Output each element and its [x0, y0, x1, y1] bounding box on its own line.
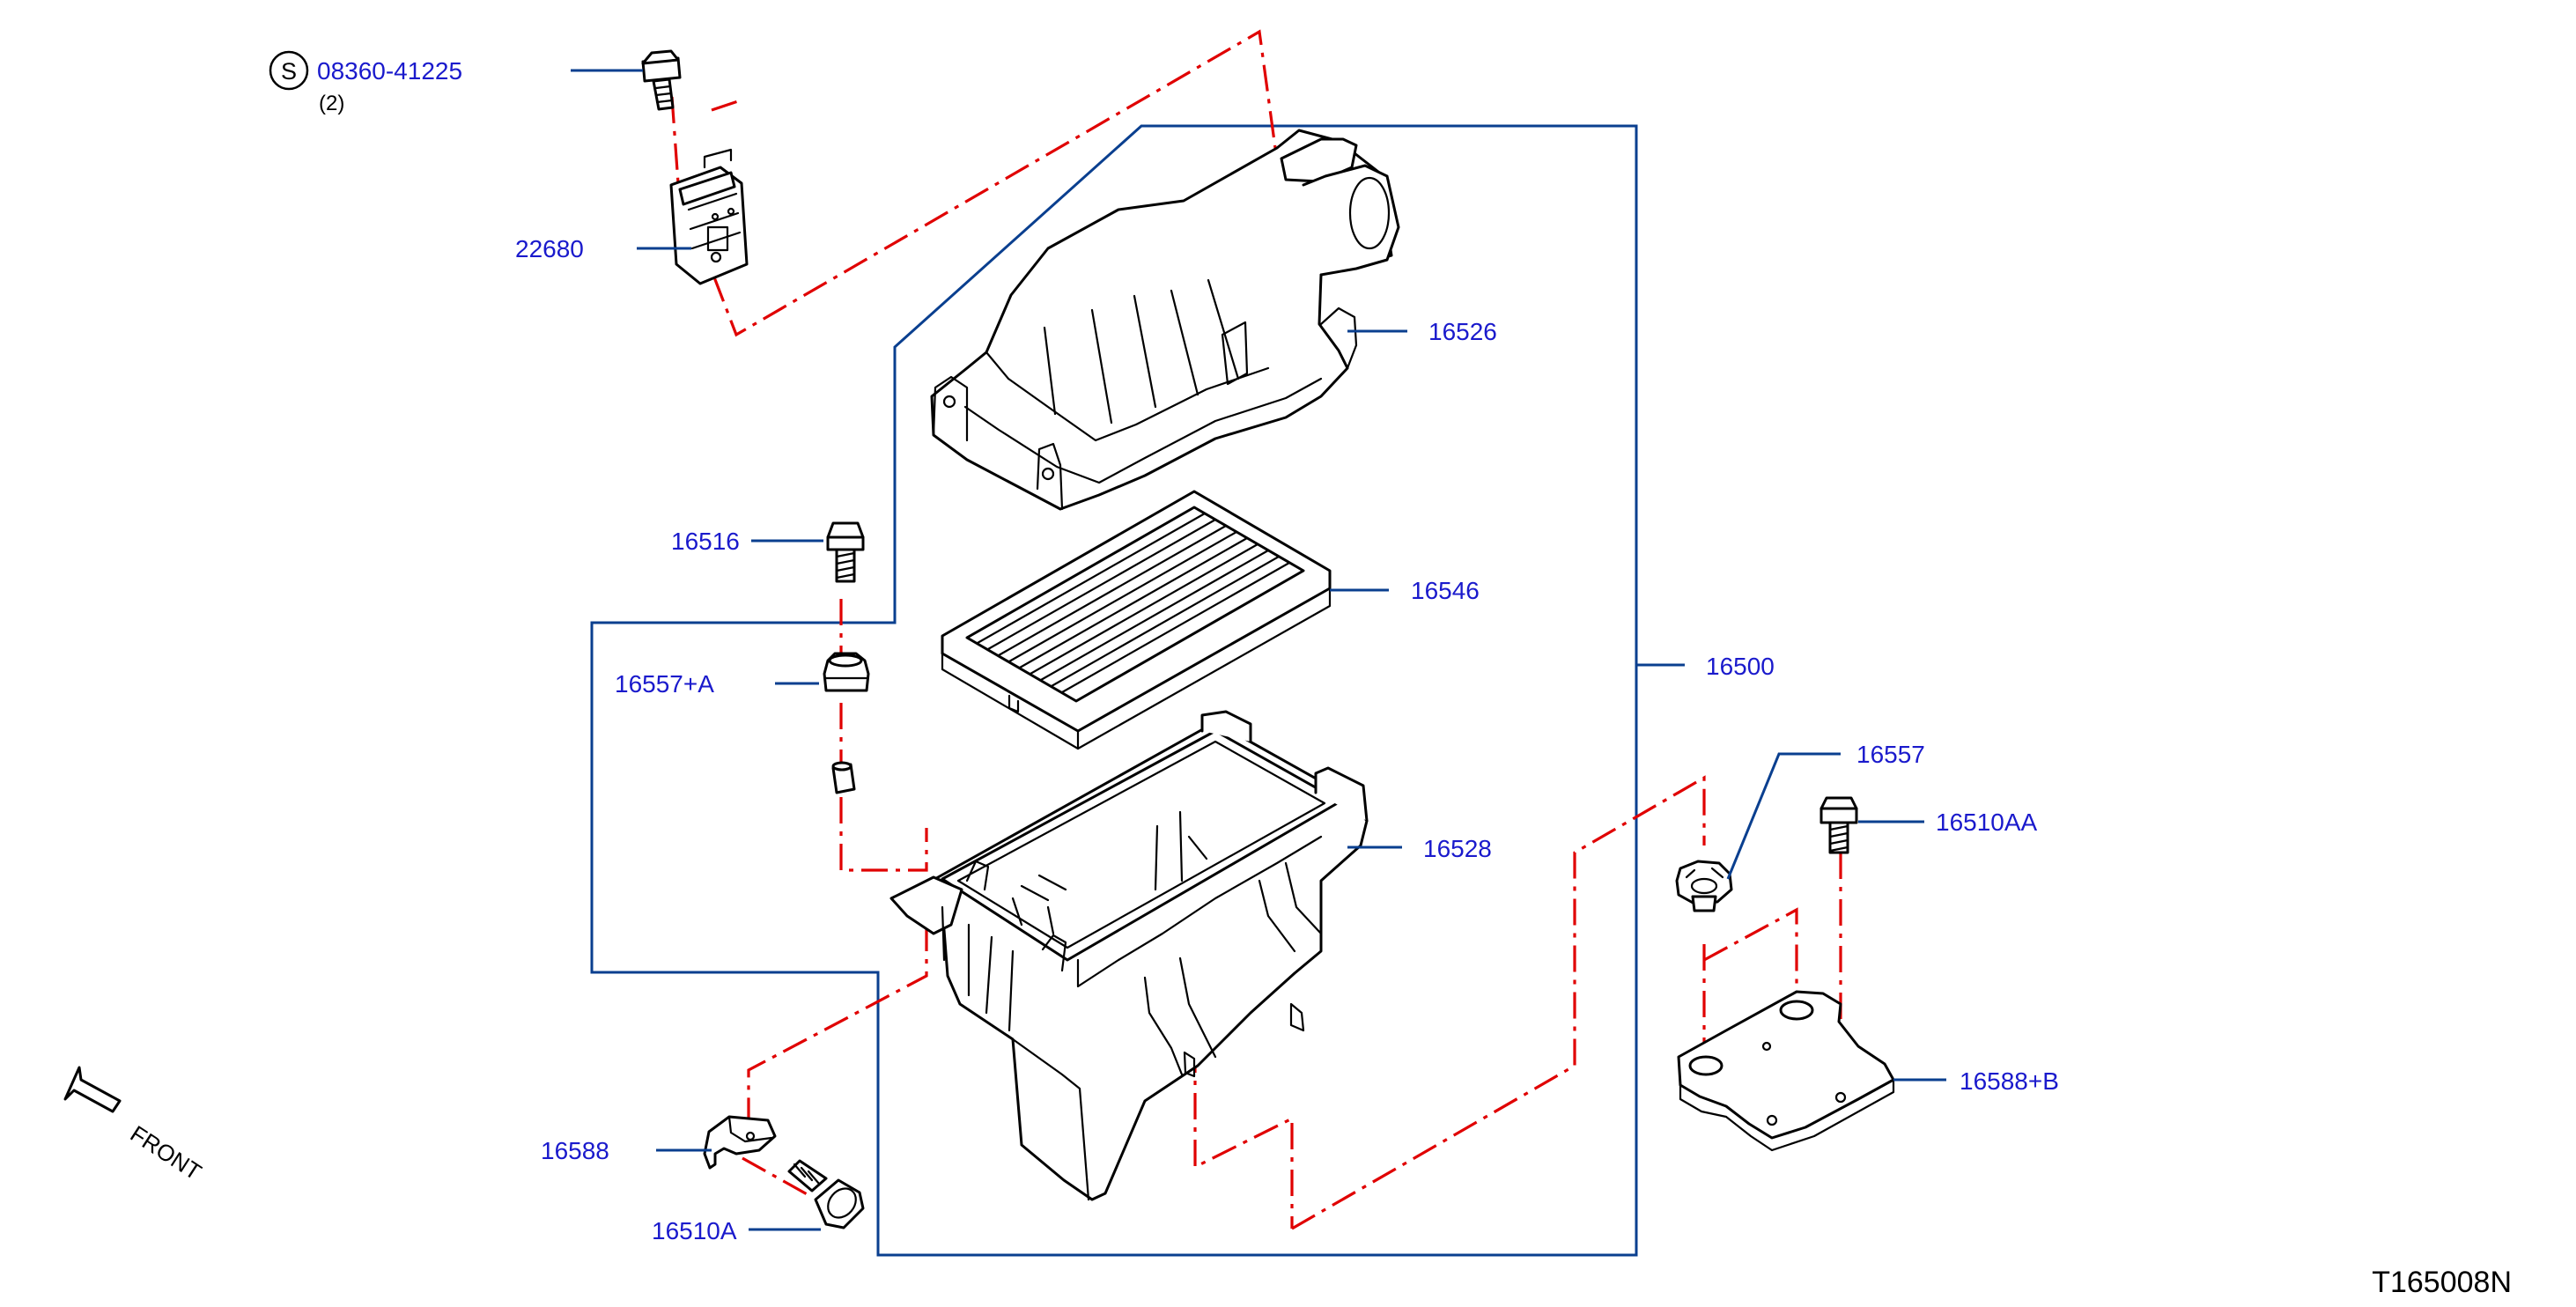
bracket-16588[interactable]: [703, 1115, 777, 1170]
air-filter-element-16546[interactable]: [941, 490, 1332, 750]
filter-pleats: [976, 512, 1291, 694]
grommet-16557-leader: [1726, 752, 1841, 880]
label-grommet-a[interactable]: 16557+A: [615, 670, 714, 698]
front-label: FRONT: [126, 1120, 207, 1185]
front-direction-arrow: FRONT: [63, 1066, 207, 1185]
label-bolt-a[interactable]: 16510A: [652, 1217, 737, 1244]
label-cover[interactable]: 16526: [1428, 318, 1497, 345]
service-symbol-letter: S: [281, 58, 297, 85]
front-arrow-icon: [63, 1066, 122, 1113]
label-case[interactable]: 16528: [1423, 835, 1492, 862]
air-cleaner-case-16528[interactable]: [889, 710, 1369, 1201]
label-element[interactable]: 16546: [1411, 577, 1480, 604]
service-symbol: S: [269, 50, 309, 91]
maf-sensor-22680[interactable]: [669, 148, 749, 285]
label-assembly[interactable]: 16500: [1706, 653, 1775, 680]
label-bracket-b[interactable]: 16588+B: [1960, 1067, 2059, 1095]
label-grommet[interactable]: 16557: [1856, 741, 1925, 768]
service-symbol-circle-icon: [269, 50, 309, 91]
bolt-16516[interactable]: [826, 521, 865, 583]
bolt-16510aa[interactable]: [1819, 796, 1858, 854]
label-bracket[interactable]: 16588: [541, 1137, 609, 1164]
screw-08360-41225[interactable]: [641, 49, 682, 111]
grommet-16557[interactable]: [1675, 860, 1733, 912]
label-maf-sensor[interactable]: 22680: [515, 235, 584, 262]
bolt-16510a[interactable]: [787, 1159, 865, 1229]
grommet-16557a[interactable]: [823, 652, 870, 692]
air-cleaner-cover-16526[interactable]: [930, 129, 1400, 511]
label-bolt-top[interactable]: 16516: [671, 528, 740, 555]
label-bolt-aa[interactable]: 16510AA: [1936, 809, 2038, 836]
label-screw[interactable]: 08360-41225: [317, 57, 462, 85]
assembly-bracket-line: [590, 124, 1638, 1257]
bracket-16588b[interactable]: [1677, 990, 1895, 1152]
collar-sleeve[interactable]: [831, 761, 856, 794]
drawing-code: T165008N: [2372, 1266, 2512, 1299]
label-screw-qty: (2): [319, 92, 344, 115]
